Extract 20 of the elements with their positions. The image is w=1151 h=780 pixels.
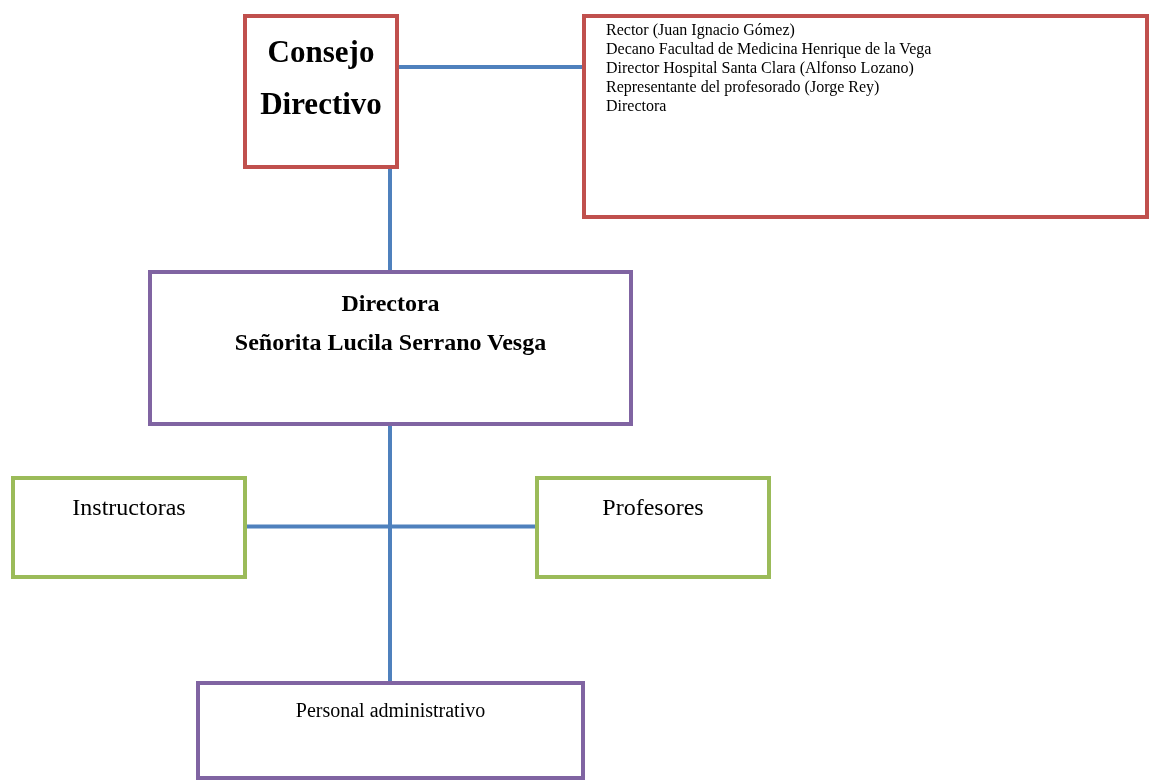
org-box bbox=[148, 270, 633, 426]
org-box bbox=[196, 681, 585, 780]
connector-line bbox=[399, 65, 582, 69]
org-box bbox=[11, 476, 247, 579]
connector-line bbox=[388, 426, 392, 681]
box-label: Profesores bbox=[602, 494, 704, 521]
member-text: Directora bbox=[606, 96, 667, 115]
box-label: Directora bbox=[341, 290, 440, 317]
connector-line bbox=[388, 169, 392, 270]
org-box bbox=[535, 476, 771, 579]
member-text: Rector (Juan Ignacio Gómez) bbox=[606, 20, 795, 39]
member-text: Representante del profesorado (Jorge Rey) bbox=[606, 77, 880, 96]
box-label: Personal administrativo bbox=[295, 699, 486, 722]
org-box bbox=[582, 14, 1149, 219]
member-text: Decano Facultad de Medicina Henrique de la Vega bbox=[606, 39, 932, 58]
member-text: Director Hospital Santa Clara (Alfonso Lozano) bbox=[606, 58, 914, 77]
box-label: Consejo Directivo bbox=[259, 33, 383, 123]
box-label: Instructoras bbox=[72, 494, 186, 521]
org-box bbox=[243, 14, 399, 169]
box-label: Señorita Lucila Serrano Vesga bbox=[234, 329, 547, 356]
